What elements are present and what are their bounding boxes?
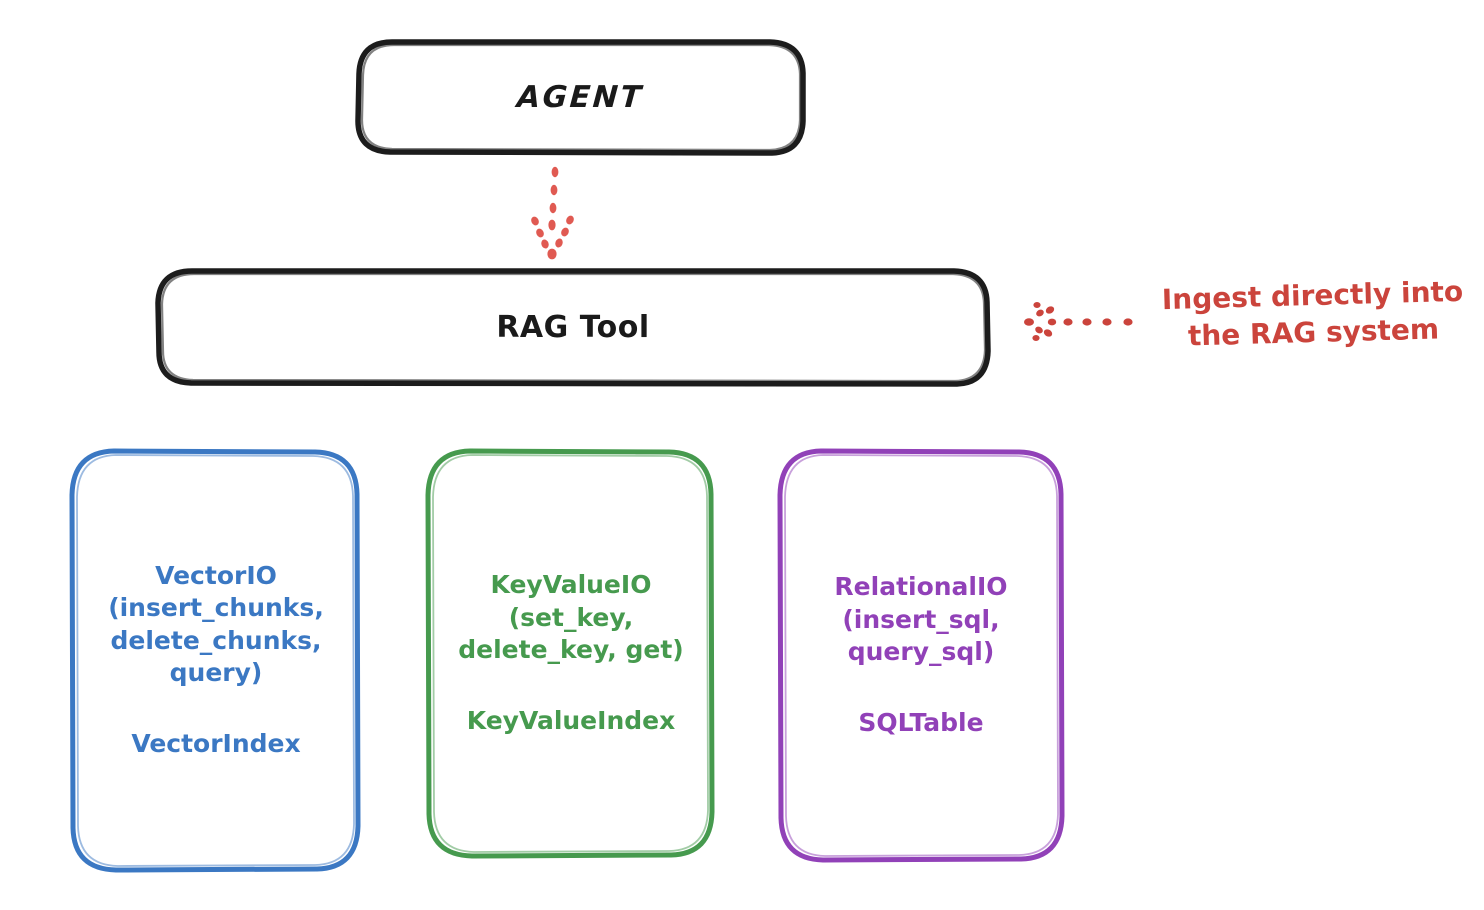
key-value-io-box-outline (425, 448, 715, 859)
relational-io-box-outline (777, 448, 1065, 863)
agent-label: AGENT (516, 79, 645, 115)
sql-table-label: SQLTable (858, 707, 984, 737)
rag-tool-box-outline (155, 268, 991, 387)
rag-tool-label: RAG Tool (496, 309, 650, 345)
connector-agent-to-rag-tool (531, 166, 574, 260)
vector-index-label: VectorIndex (131, 728, 301, 758)
relational-io-node[interactable]: RelationalIO (insert_sql, query_sql) SQL… (780, 450, 1062, 860)
agent-node[interactable]: AGENT (358, 41, 803, 153)
rag-tool-node[interactable]: RAG Tool (158, 270, 988, 384)
key-value-io-node[interactable]: KeyValueIO (set_key, delete_key, get) Ke… (428, 450, 714, 856)
relational-io-title: RelationalIO (insert_sql, query_sql) (834, 572, 1008, 666)
vector-io-node[interactable]: VectorIO (insert_chunks, delete_chunks, … (72, 450, 360, 870)
connector-ingest-to-rag-tool (1024, 302, 1133, 341)
ingest-annotation-text: Ingest directly into the RAG system (1161, 274, 1464, 353)
key-value-io-title: KeyValueIO (set_key, delete_key, get) (458, 570, 684, 664)
key-value-index-label: KeyValueIndex (466, 705, 676, 735)
vector-io-box-outline (69, 448, 361, 873)
vector-io-title: VectorIO (insert_chunks, delete_chunks, … (108, 560, 324, 688)
agent-box-outline (355, 39, 806, 156)
